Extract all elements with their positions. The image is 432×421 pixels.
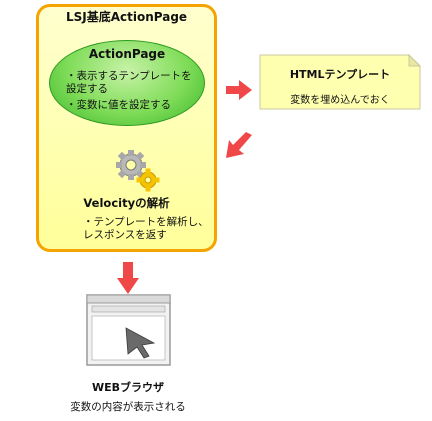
panel-title: LSJ基底ActionPage [65,10,188,24]
arrow-right-icon [226,80,252,100]
browser-title: WEBブラウザ [91,381,165,394]
html-template-note [259,54,421,110]
html-template-title: HTMLテンプレート [289,68,391,81]
velocity-bullet-1: ・テンプレートを解析し、 レスポンスを返す [83,216,209,241]
velocity-title: Velocityの解析 [83,196,170,210]
actionpage-title: ActionPage [88,47,166,61]
arrow-down-icon [117,262,139,294]
browser-text: 変数の内容が表示される [70,401,186,413]
actionpage-ellipse [49,40,205,126]
cursor-arrow-icon [125,327,156,359]
html-template-text: 変数を埋め込んでおく [290,95,390,106]
gears-icon [116,150,160,192]
browser-window-icon [86,294,171,366]
actionpage-bullet-1: ・表示するテンプレートを 設定する [66,70,192,95]
actionpage-bullet-2: ・変数に値を設定する [66,99,171,111]
arrow-diagonal-icon [226,132,252,158]
